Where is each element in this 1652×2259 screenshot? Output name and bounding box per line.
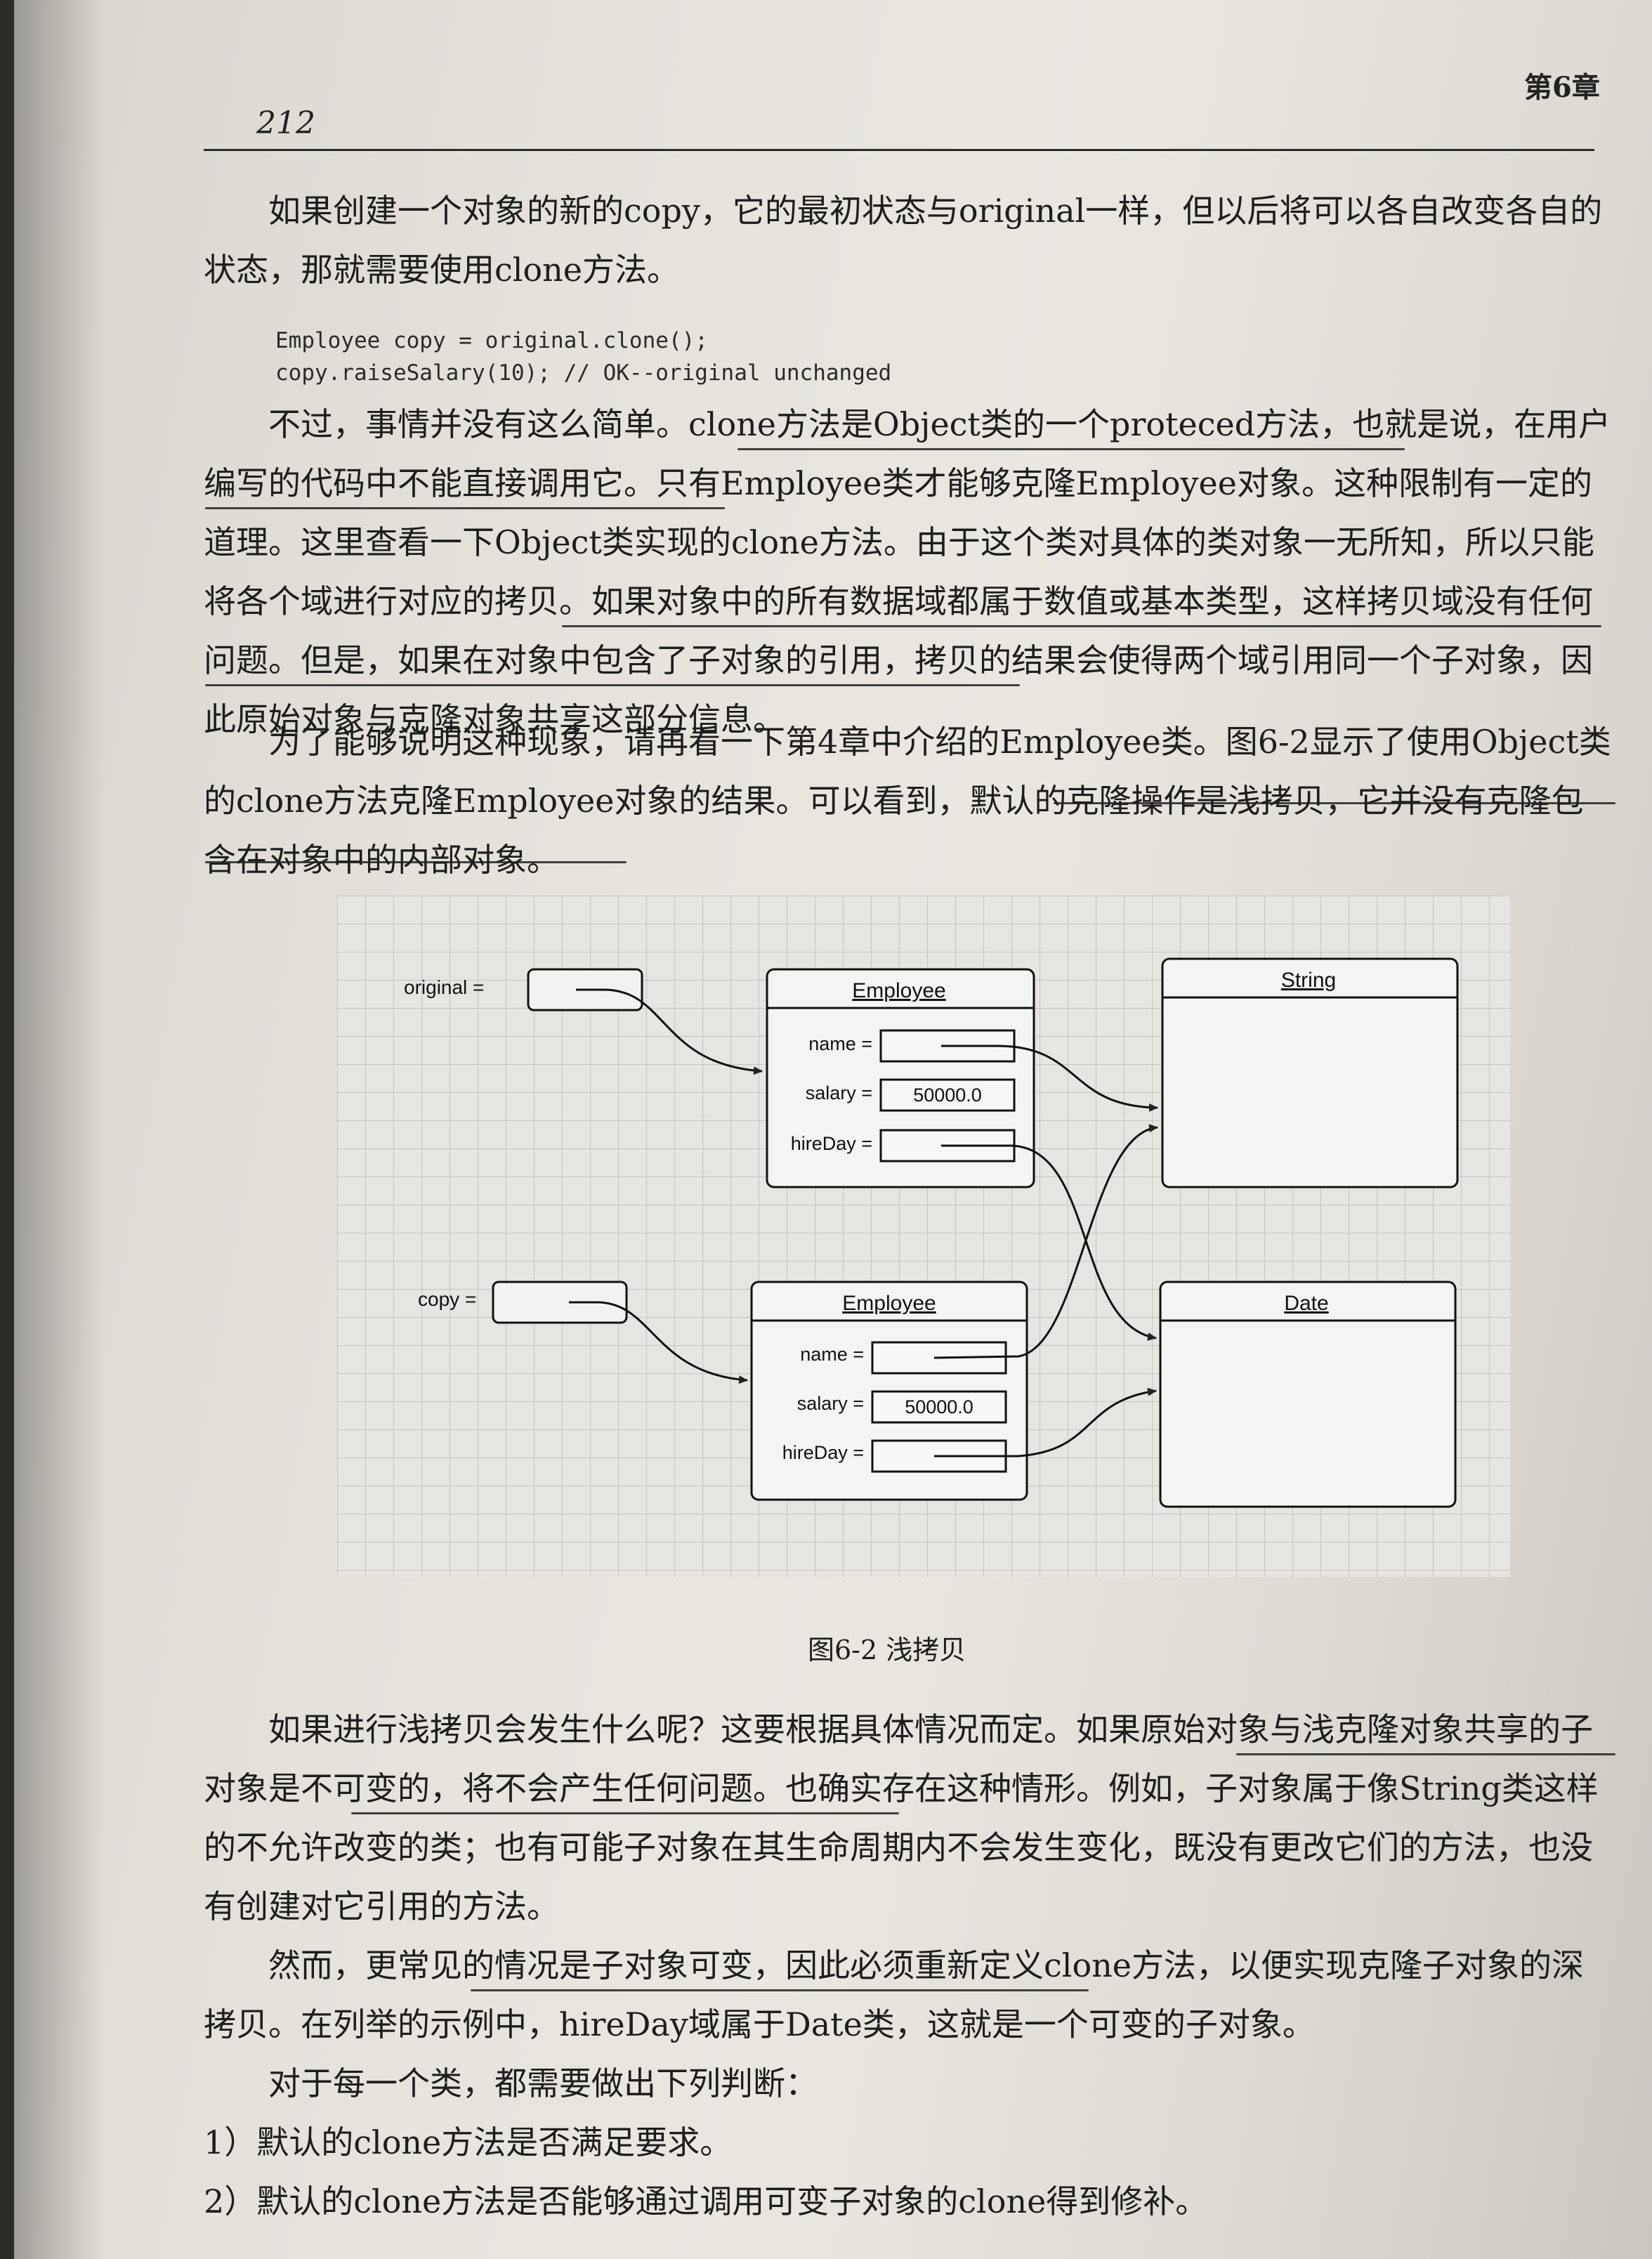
book-page: 212 第6章 如果创建一个对象的新的copy，它的最初状态与original一…: [14, 0, 1652, 2259]
employee-original-salary-label: salary =: [806, 1082, 872, 1104]
employee-original-name-label: name =: [808, 1033, 872, 1054]
list-item-2: 2）默认的clone方法是否能够通过调用可变子对象的clone得到修补。: [204, 2182, 1208, 2220]
original-label: original =: [404, 976, 484, 998]
copy-hireday-to-date-arrow: [934, 1387, 1157, 1458]
orig-name-to-string-arrow: [941, 1045, 1158, 1112]
string-title: String: [1281, 969, 1336, 992]
pen-underline: [471, 1989, 1089, 1991]
pen-underline: [205, 861, 627, 863]
paragraph-protected: 不过，事情并没有这么简单。clone方法是Object类的一个proteced方…: [204, 405, 1611, 738]
paragraph-figure-intro: 为了能够说明这种现象，请再看一下第4章中介绍的Employee类。图6-2显示了…: [204, 723, 1611, 879]
original-to-employee-arrow: [576, 988, 763, 1075]
chapter-label: 第6章: [1524, 71, 1600, 104]
page-number: 212: [256, 105, 315, 141]
employee-copy-hireday-label: hireDay =: [782, 1442, 864, 1463]
shallow-copy-diagram: original = copy = Employee name = salary…: [337, 896, 1510, 1577]
copy-label: copy =: [418, 1288, 476, 1310]
copy-name-to-string-arrow: [933, 1124, 1158, 1359]
employee-original-hireday-label: hireDay =: [791, 1133, 872, 1154]
employee-copy-salary-box: [871, 1390, 1007, 1424]
orig-hireday-to-date-arrow: [941, 1144, 1157, 1341]
employee-copy-salary-label: salary =: [797, 1393, 864, 1414]
pen-underline: [205, 684, 1020, 686]
code-line-1: Employee copy = original.clone();: [275, 328, 708, 353]
employee-original-title: Employee: [852, 979, 945, 1002]
copy-to-employee-arrow: [569, 1301, 748, 1384]
date-object: [1159, 1281, 1457, 1508]
pen-underline: [351, 1812, 899, 1814]
date-title: Date: [1284, 1292, 1328, 1315]
paragraph-intro: 如果创建一个对象的新的copy，它的最初状态与original一样，但以后将可以…: [204, 192, 1603, 289]
pen-underline: [205, 507, 725, 509]
paragraph-judgement: 对于每一个类，都需要做出下列判断：: [268, 2064, 818, 2102]
pen-underline: [562, 625, 1601, 627]
pen-underline: [1236, 1753, 1615, 1755]
employee-copy-name-box: [871, 1341, 1007, 1375]
pen-underline: [1054, 802, 1615, 804]
employee-original-salary-box: [879, 1078, 1016, 1112]
figure-caption: 图6-2 浅拷贝: [808, 1635, 966, 1665]
paragraph-shallow-copy: 如果进行浅拷贝会发生什么呢？这要根据具体情况而定。如果原始对象与浅克隆对象共享的…: [204, 1710, 1599, 1925]
employee-copy-salary-value: 50000.0: [905, 1396, 973, 1417]
copy-ref-box: [492, 1281, 628, 1324]
employee-copy-title: Employee: [842, 1292, 936, 1315]
pen-underline: [738, 448, 1405, 450]
string-object: [1161, 957, 1459, 1189]
header-rule: [204, 149, 1594, 151]
paragraph-deep-copy: 然而，更常见的情况是子对象可变，因此必须重新定义clone方法，以便实现克隆子对…: [204, 1946, 1585, 2043]
employee-original-salary-value: 50000.0: [913, 1085, 982, 1106]
employee-copy-name-label: name =: [800, 1344, 864, 1365]
list-item-1: 1）默认的clone方法是否满足要求。: [204, 2123, 733, 2161]
page-binding-shadow: [14, 0, 105, 2259]
code-line-2: copy.raiseSalary(10); // OK--original un…: [275, 360, 892, 386]
